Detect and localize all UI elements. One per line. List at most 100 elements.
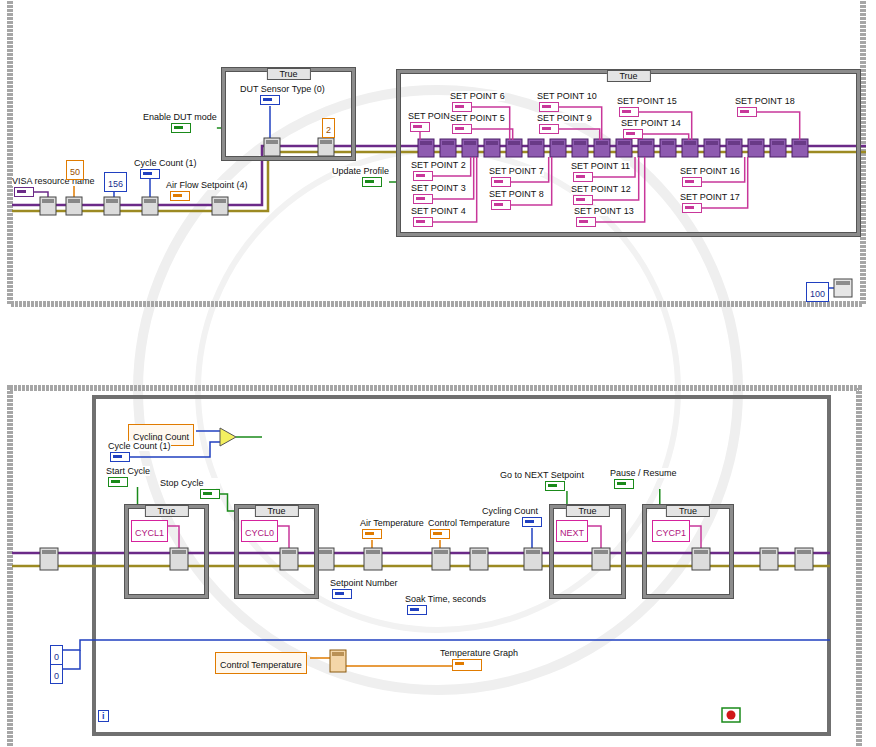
- subvi-glyph: [366, 550, 380, 554]
- terminal-label: SET POINT 7: [489, 166, 544, 176]
- terminal-label: SET POINT 8: [489, 189, 544, 199]
- terminal-glyph: [174, 126, 183, 129]
- constant-value: 50: [70, 167, 80, 177]
- subvi-glyph: [728, 141, 740, 145]
- case-structure: TrueSET POINT 1SET POINT 2SET POINT 3SET…: [397, 70, 860, 236]
- terminal-label: Go to NEXT Setpoint: [500, 470, 584, 480]
- terminal-label: Start Cycle: [106, 466, 150, 476]
- wire: [346, 665, 452, 667]
- terminal: Cycling Count: [482, 506, 542, 527]
- local-variable: Control Temperature: [215, 652, 307, 674]
- terminal-icon: [491, 177, 511, 187]
- subvi-glyph: [144, 199, 156, 203]
- constant-value: 2: [326, 125, 331, 135]
- terminal: Go to NEXT Setpoint: [500, 470, 584, 491]
- terminal: SET POINT 5: [450, 113, 505, 134]
- terminal-glyph: [113, 455, 122, 458]
- terminal-glyph: [740, 110, 749, 113]
- wire: [531, 528, 533, 548]
- terminal-icon: [623, 129, 643, 139]
- subvi-icon: [432, 548, 450, 570]
- subvi-glyph: [420, 141, 432, 145]
- terminal-label: SET POINT 12: [571, 184, 631, 194]
- wire: [34, 192, 48, 197]
- terminal: DUT Sensor Type (0): [240, 84, 325, 105]
- terminal: SET POINT 13: [574, 206, 634, 227]
- terminal-glyph: [433, 532, 442, 535]
- terminal: SET POINT 16: [680, 166, 740, 187]
- subvi-icon: [264, 138, 280, 156]
- subvi-glyph: [464, 141, 476, 145]
- wire: [149, 179, 151, 197]
- terminal: Stop Cycle: [160, 478, 220, 499]
- terminal-label: Update Profile: [332, 166, 389, 176]
- terminal: Air Flow Setpoint (4): [166, 180, 248, 201]
- terminal-glyph: [203, 492, 212, 495]
- terminal-icon: [413, 217, 433, 227]
- terminal: SET POINT 3: [411, 183, 466, 204]
- terminal: SET POINT 10: [537, 91, 597, 112]
- iteration-terminal: i: [98, 710, 109, 722]
- case-structure: TrueCYCL1: [125, 505, 208, 598]
- terminal-icon: [260, 95, 280, 105]
- terminal: Update Profile: [332, 166, 389, 187]
- subvi-icon: [212, 197, 228, 215]
- terminal: Cycle Count (1): [134, 158, 197, 179]
- subvi-icon: [770, 139, 786, 157]
- subvi-icon: [760, 548, 778, 570]
- terminal-glyph: [17, 190, 26, 193]
- terminal-icon: [522, 517, 542, 527]
- terminal: SET POINT 17: [680, 192, 740, 213]
- subvi-icon: [440, 139, 456, 157]
- subvi-glyph: [106, 199, 118, 203]
- subvi-glyph: [42, 550, 56, 554]
- wire: [310, 657, 330, 659]
- subvi-icon: [704, 139, 720, 157]
- terminal-glyph: [335, 592, 344, 595]
- subvi-icon: [660, 139, 676, 157]
- terminal: SET POINT 4: [411, 206, 466, 227]
- subvi-glyph: [797, 550, 811, 554]
- terminal-glyph: [263, 98, 272, 101]
- case-structure: TrueNEXT: [550, 505, 625, 598]
- subvi-glyph: [762, 550, 776, 554]
- string-constant: CYCP1: [652, 520, 690, 542]
- subvi-icon: [572, 139, 588, 157]
- terminal-label: SET POINT 14: [621, 118, 681, 128]
- terminal-icon: [491, 200, 511, 210]
- string-constant: NEXT: [556, 520, 588, 542]
- subvi-glyph: [526, 550, 540, 554]
- terminal-glyph: [143, 172, 152, 175]
- string-value: CYCP1: [656, 528, 686, 538]
- terminal-label: Control Temperature: [428, 518, 510, 528]
- terminal-icon: [413, 194, 433, 204]
- subvi-icon: [594, 139, 610, 157]
- terminal: SET POINT 15: [617, 96, 677, 117]
- terminal: SET POINT 6: [450, 91, 505, 112]
- terminal-glyph: [111, 480, 120, 483]
- terminal-label: Stop Cycle: [160, 478, 220, 488]
- case-selector-label: True: [144, 505, 188, 517]
- terminal-glyph: [542, 105, 551, 108]
- terminal-label: SET POINT 15: [617, 96, 677, 106]
- numeric-constant: 2: [322, 118, 335, 138]
- subvi-icon: [40, 197, 56, 215]
- terminal-label: SET POINT 18: [735, 96, 795, 106]
- subvi-glyph: [694, 550, 708, 554]
- subvi-glyph: [552, 141, 564, 145]
- terminal-icon: [14, 187, 34, 197]
- terminal-glyph: [685, 180, 694, 183]
- subvi-icon: [40, 548, 58, 570]
- terminal-label: DUT Sensor Type (0): [240, 84, 325, 94]
- terminal: SET POINT 11: [571, 161, 630, 182]
- numeric-constant: 0: [50, 645, 63, 665]
- subvi-glyph: [640, 141, 652, 145]
- terminal-glyph: [685, 206, 694, 209]
- wire: [472, 129, 513, 140]
- string-constant: CYCL1: [131, 520, 168, 542]
- terminal-icon: [452, 124, 472, 134]
- terminal-icon: [407, 605, 427, 615]
- terminal-icon: [452, 659, 482, 671]
- terminal-label: SET POINT 16: [680, 166, 740, 176]
- subvi-glyph: [596, 141, 608, 145]
